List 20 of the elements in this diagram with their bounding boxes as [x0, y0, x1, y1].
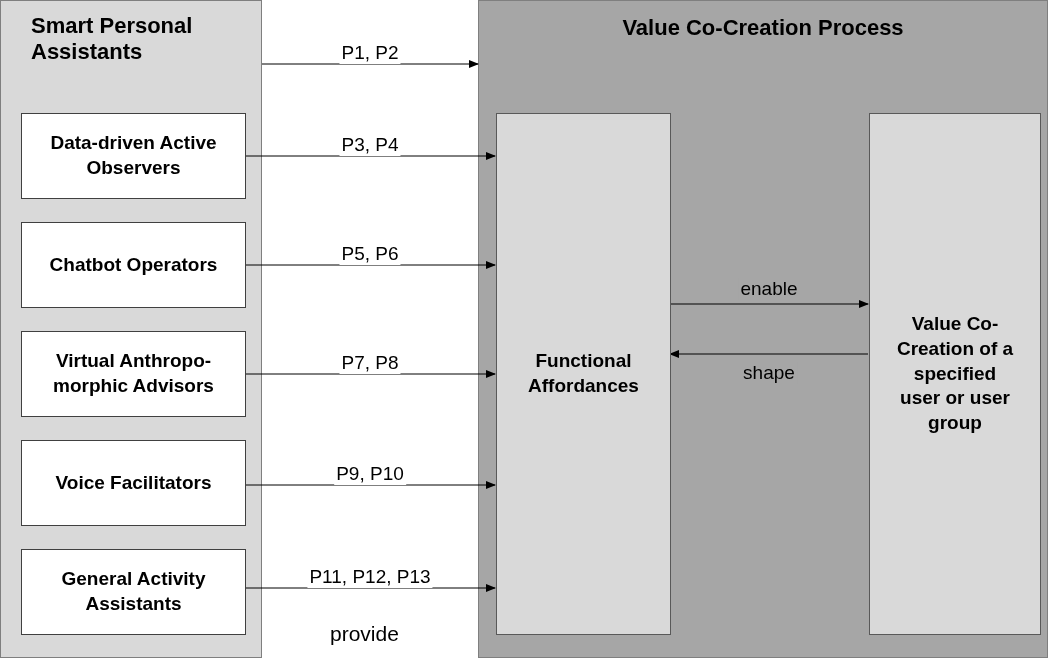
arrow [669, 300, 869, 308]
group-panel [478, 0, 1048, 658]
category-box: Voice Facilitators [21, 440, 246, 526]
category-box: Chatbot Operators [21, 222, 246, 308]
category-box: Virtual Anthropo-morphic Advisors [21, 331, 246, 417]
arrow [244, 152, 496, 160]
note-text: provide [330, 622, 399, 646]
arrow [244, 370, 496, 378]
panel-title: Smart Personal Assistants [31, 13, 194, 66]
concept-box: Functional Affordances [496, 113, 671, 635]
arrow [669, 350, 869, 358]
concept-box: Value Co-Creation of a specified user or user group [869, 113, 1041, 635]
arrow [261, 60, 479, 68]
arrow [244, 261, 496, 269]
panel-title: Value Co-Creation Process [621, 15, 905, 42]
category-box: General Activity Assistants [21, 549, 246, 635]
arrow [244, 584, 496, 592]
arrow [244, 481, 496, 489]
category-box: Data-driven Active Observers [21, 113, 246, 199]
group-panel [0, 0, 262, 658]
